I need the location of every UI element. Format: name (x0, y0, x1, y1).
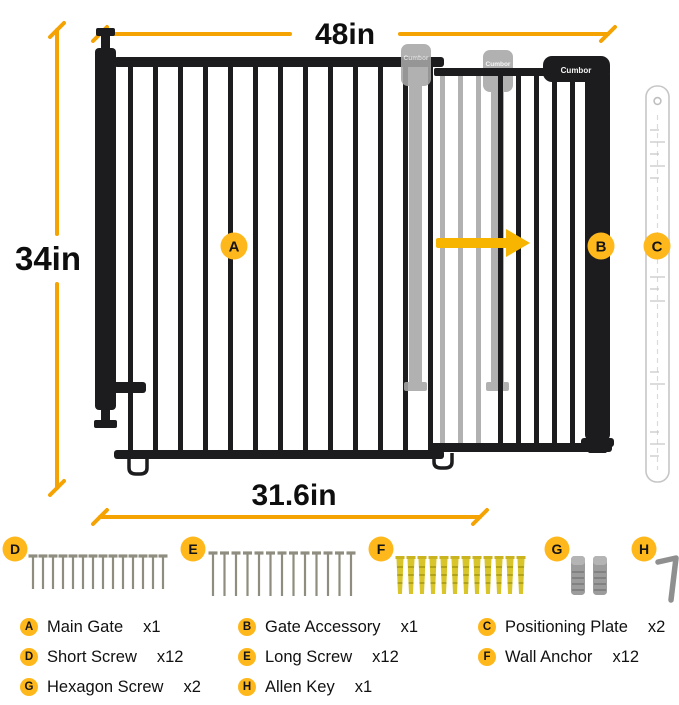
hardware-badge-allen-key: H (631, 536, 657, 562)
gate-diagram: 48in 34in 31.6in (2, 18, 679, 603)
legend-letter-badge: C (478, 618, 496, 636)
legend-qty: x1 (143, 617, 161, 636)
legend-letter-badge: D (20, 648, 38, 666)
left-post (95, 48, 116, 410)
legend-item-main-gate: A Main Gate x1 (20, 617, 238, 637)
svg-text:H: H (639, 541, 649, 557)
support-foot (127, 459, 149, 476)
accessory-top-rail (434, 68, 546, 76)
width-dimension-label: 48in (315, 18, 375, 51)
hardware-badge-short-screw: D (2, 536, 28, 562)
legend-item-wall-anchor: F Wall Anchor x12 (478, 647, 668, 667)
legend-qty: x12 (612, 647, 640, 666)
legend-letter-badge: E (238, 648, 256, 666)
legend-name: Long Screw (265, 647, 353, 666)
legend-letter-badge: A (20, 618, 38, 636)
main-gate-illustration (94, 28, 444, 476)
legend-name: Wall Anchor (505, 647, 593, 666)
legend-qty: x12 (372, 647, 399, 666)
hardware-badge-hexagon-screw: G (544, 536, 570, 562)
legend-qty: x1 (400, 617, 418, 636)
legend-qty: x2 (183, 677, 201, 696)
brand-label-ghost-1: Cumbor (404, 55, 429, 62)
legend-name: Main Gate (47, 617, 124, 636)
callout-main-gate-badge: A (220, 232, 248, 260)
legend-item-short-screw: D Short Screw x12 (20, 647, 238, 667)
legend-name: Short Screw (47, 647, 137, 666)
accessory-support-foot (432, 453, 454, 470)
height-dimension-label: 34in (15, 240, 81, 277)
accessory-bottom-rail (430, 443, 612, 452)
legend-letter-badge: G (20, 678, 38, 696)
width-dimension: 48in (91, 18, 617, 51)
short-screws-illustration (26, 554, 170, 591)
gate-bars (128, 64, 433, 450)
legend-item-positioning-plate: C Positioning Plate x2 (478, 617, 668, 637)
hardware-badge-long-screw: E (180, 536, 206, 562)
bottom-width-dimension-label: 31.6in (251, 479, 336, 512)
legend-letter-badge: H (238, 678, 256, 696)
brand-label-ghost-2: Cumbor (486, 61, 511, 68)
legend-item-gate-accessory: B Gate Accessory x1 (238, 617, 478, 637)
legend-name: Hexagon Screw (47, 677, 164, 696)
legend-qty: x1 (354, 677, 373, 696)
callout-positioning-plate-badge: C (643, 232, 671, 260)
svg-text:B: B (596, 239, 607, 256)
legend-letter-badge: B (238, 618, 256, 636)
positioning-plate-illustration (645, 85, 670, 483)
legend-qty: x2 (647, 617, 666, 636)
bottom-rail (114, 450, 444, 459)
hexagon-screws-illustration (570, 555, 608, 596)
gate-accessory-illustration: Cumbor (430, 56, 614, 470)
plate-markings (650, 129, 665, 457)
wall-anchors-illustration (394, 555, 527, 595)
parts-legend: A Main Gate x1 B Gate Accessory x1 C Pos… (20, 617, 668, 697)
left-post-bottom-mount (94, 420, 117, 428)
slide-direction-arrow-icon (436, 229, 530, 257)
legend-item-long-screw: E Long Screw x12 (238, 647, 478, 667)
hardware-badge-wall-anchor: F (368, 536, 394, 562)
legend-name: Gate Accessory (265, 617, 381, 636)
plate-mount-hole (653, 96, 662, 106)
svg-text:C: C (652, 239, 663, 256)
legend-letter-badge: F (478, 648, 496, 666)
long-screws-illustration (206, 551, 358, 598)
svg-text:E: E (188, 541, 197, 557)
legend-qty: x12 (156, 647, 184, 666)
height-dimension: 34in (15, 21, 81, 497)
svg-text:F: F (377, 541, 386, 557)
allen-key-icon (655, 555, 679, 603)
brand-label: Cumbor (561, 66, 592, 75)
legend-item-allen-key: H Allen Key x1 (238, 677, 478, 697)
bottom-width-dimension: 31.6in (91, 479, 489, 526)
svg-text:A: A (229, 239, 240, 256)
left-post-top-mount (96, 28, 115, 36)
svg-text:G: G (552, 541, 563, 557)
top-rail (114, 57, 444, 67)
ghost-post-cap (401, 44, 431, 86)
legend-name: Allen Key (265, 677, 335, 696)
callout-gate-accessory-badge: B (587, 232, 615, 260)
svg-text:D: D (10, 541, 20, 557)
legend-name: Positioning Plate (505, 617, 628, 636)
accessory-bars (498, 76, 575, 444)
legend-item-hexagon-screw: G Hexagon Screw x2 (20, 677, 238, 697)
